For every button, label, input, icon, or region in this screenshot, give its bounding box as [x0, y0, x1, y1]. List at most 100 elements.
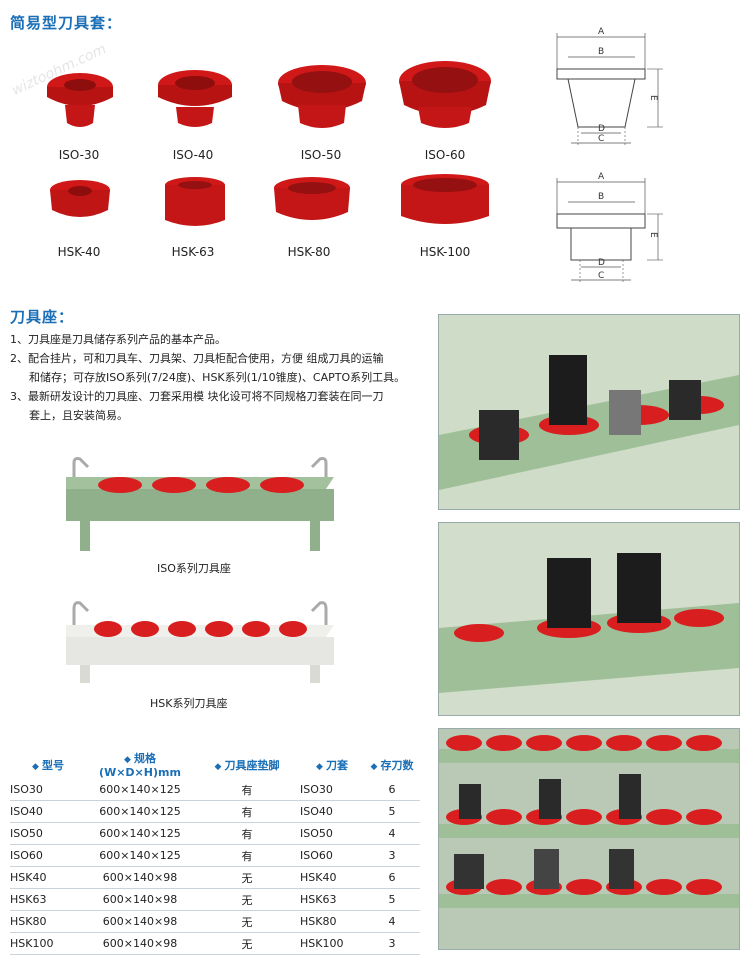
cell-foot: 无: [194, 866, 300, 889]
hsk-sleeves-image: [50, 174, 489, 226]
dim-label-a-2: A: [598, 172, 605, 182]
iso-dimension-diagram: A B D C E: [556, 27, 663, 145]
cell-spec: 600×140×98: [86, 888, 194, 911]
sleeve-label-iso-40: ISO-40: [172, 148, 214, 162]
sleeve-label-iso-60: ISO-60: [424, 148, 466, 162]
cell-model: ISO30: [10, 779, 86, 801]
cell-spec: 600×140×125: [86, 800, 194, 823]
dim-label-d-2: D: [598, 258, 605, 268]
sleeve-iso-60: [399, 61, 491, 128]
sleeve-iso-50: [278, 65, 366, 128]
photo-holder-with-tools-2: [438, 522, 740, 716]
section-title-holder: 刀具座：: [10, 308, 75, 326]
sleeve-label-hsk-80: HSK-80: [287, 245, 331, 259]
cell-spec: 600×140×125: [86, 779, 194, 801]
cell-foot: 无: [194, 932, 300, 955]
desc-line-5: 套上，且安装简易。: [29, 409, 128, 422]
cell-spec: 600×140×98: [86, 910, 194, 933]
th-model: ◆型号: [32, 758, 64, 772]
sleeve-label-hsk-63: HSK-63: [171, 245, 215, 259]
th-capacity: ◆存刀数: [370, 758, 414, 772]
sleeve-hsk-63: [165, 177, 225, 226]
hsk-holder-image: [66, 601, 334, 683]
dim-label-d: D: [598, 124, 605, 134]
sleeve-iso-40: [158, 70, 232, 127]
cell-capacity: 6: [364, 866, 420, 889]
cell-capacity: 6: [364, 779, 420, 801]
sleeve-label-iso-30: ISO-30: [58, 148, 100, 162]
cell-sleeve: HSK63: [300, 888, 364, 911]
cell-foot: 无: [194, 888, 300, 911]
cell-model: ISO60: [10, 844, 86, 867]
section-title-sleeves: 简易型刀具套：: [10, 14, 123, 32]
desc-line-1: 1、刀具座是刀具储存系列产品的基本产品。: [10, 333, 226, 346]
sleeve-label-hsk-100: HSK-100: [419, 245, 471, 259]
desc-line-4: 3、最新研发设计的刀具座、刀套采用模 块化设可将不同规格刀套装在同一刀: [10, 390, 384, 403]
cell-capacity: 3: [364, 932, 420, 955]
cell-foot: 有: [194, 844, 300, 867]
cell-model: HSK80: [10, 910, 86, 933]
th-foot: ◆刀具座垫脚: [214, 758, 280, 772]
sleeve-label-hsk-40: HSK-40: [57, 245, 101, 259]
hsk-dimension-diagram: A B D C E: [556, 172, 663, 282]
photo-holder-with-tools-1: [438, 314, 740, 510]
dim-label-c: C: [598, 134, 604, 144]
dim-label-e: E: [648, 95, 658, 101]
cell-sleeve: ISO30: [300, 779, 364, 801]
cell-capacity: 4: [364, 822, 420, 845]
cell-sleeve: HSK40: [300, 866, 364, 889]
cell-capacity: 3: [364, 844, 420, 867]
cell-foot: 有: [194, 779, 300, 801]
cell-foot: 有: [194, 800, 300, 823]
iso-holder-image: [66, 457, 334, 551]
sleeve-label-iso-50: ISO-50: [300, 148, 342, 162]
cell-sleeve: ISO50: [300, 822, 364, 845]
dim-label-b: B: [598, 47, 604, 57]
dim-label-c-2: C: [598, 271, 604, 281]
cell-sleeve: ISO60: [300, 844, 364, 867]
desc-line-3: 和储存；可存放ISO系列(7/24度)、HSK系列(1/10锥度)、CAPTO系…: [29, 371, 406, 384]
sleeve-hsk-100: [401, 174, 489, 224]
dim-label-b-2: B: [598, 192, 604, 202]
cell-foot: 有: [194, 822, 300, 845]
cell-sleeve: HSK80: [300, 910, 364, 933]
cell-foot: 无: [194, 910, 300, 933]
dim-label-a: A: [598, 27, 605, 37]
cell-model: HSK40: [10, 866, 86, 889]
dim-label-e-2: E: [648, 232, 658, 238]
cell-sleeve: ISO40: [300, 800, 364, 823]
photo-tool-rack: [438, 728, 740, 950]
caption-hsk-holder: HSK系列刀具座: [150, 697, 228, 710]
sleeve-hsk-40: [50, 180, 110, 217]
cell-model: HSK63: [10, 888, 86, 911]
holder-description: 1、刀具座是刀具储存系列产品的基本产品。 2、配合挂片，可和刀具车、刀具架、刀具…: [10, 330, 430, 425]
cell-model: ISO40: [10, 800, 86, 823]
cell-capacity: 5: [364, 888, 420, 911]
th-sleeve: ◆刀套: [316, 758, 348, 772]
cell-spec: 600×140×98: [86, 932, 194, 955]
sleeve-iso-30: [47, 73, 113, 127]
sleeve-hsk-80: [274, 177, 350, 220]
desc-line-2: 2、配合挂片，可和刀具车、刀具架、刀具柜配合使用，方便 组成刀具的运输: [10, 352, 384, 365]
caption-iso-holder: ISO系列刀具座: [157, 562, 231, 575]
th-spec: ◆规格(W×D×H)mm: [99, 752, 181, 779]
table-header-row: ◆型号 ◆规格(W×D×H)mm ◆刀具座垫脚 ◆刀套 ◆存刀数: [10, 750, 420, 779]
cell-sleeve: HSK100: [300, 932, 364, 955]
cell-model: ISO50: [10, 822, 86, 845]
cell-model: HSK100: [10, 932, 86, 955]
cell-spec: 600×140×98: [86, 866, 194, 889]
iso-sleeves-image: [47, 61, 491, 128]
cell-capacity: 4: [364, 910, 420, 933]
cell-capacity: 5: [364, 800, 420, 823]
cell-spec: 600×140×125: [86, 822, 194, 845]
cell-spec: 600×140×125: [86, 844, 194, 867]
